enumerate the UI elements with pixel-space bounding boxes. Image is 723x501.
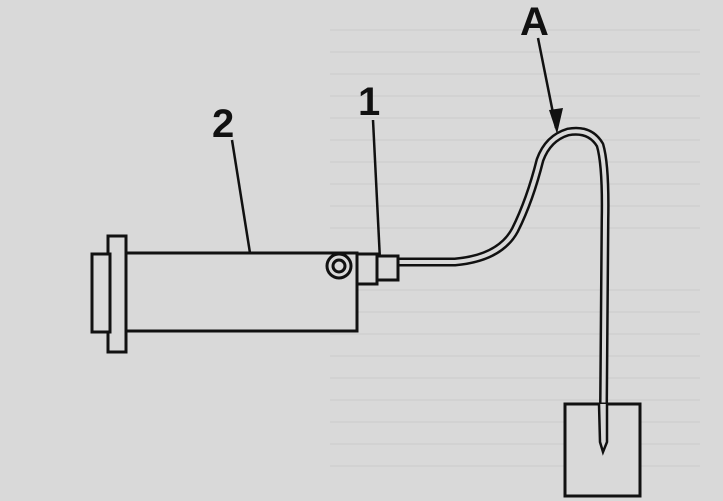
fitting-ring-inner bbox=[331, 258, 347, 274]
leader-lines bbox=[230, 37, 558, 261]
label-2: 2 bbox=[212, 102, 235, 146]
bleed-fitting bbox=[325, 252, 400, 286]
cylinder-body bbox=[123, 251, 359, 333]
leader-line-1 bbox=[371, 119, 382, 261]
leader-line-2 bbox=[230, 139, 252, 254]
fitting-body bbox=[355, 252, 379, 286]
cylinder-assembly bbox=[90, 234, 359, 354]
label-1: 1 bbox=[358, 80, 381, 124]
cylinder-end-cap bbox=[90, 252, 112, 334]
hose-inner bbox=[398, 129, 608, 471]
background-texture bbox=[330, 29, 700, 467]
label-a: A bbox=[520, 0, 549, 44]
arrow-head-a bbox=[549, 108, 563, 134]
fitting-nipple bbox=[375, 254, 400, 282]
hose-end bbox=[597, 403, 609, 456]
